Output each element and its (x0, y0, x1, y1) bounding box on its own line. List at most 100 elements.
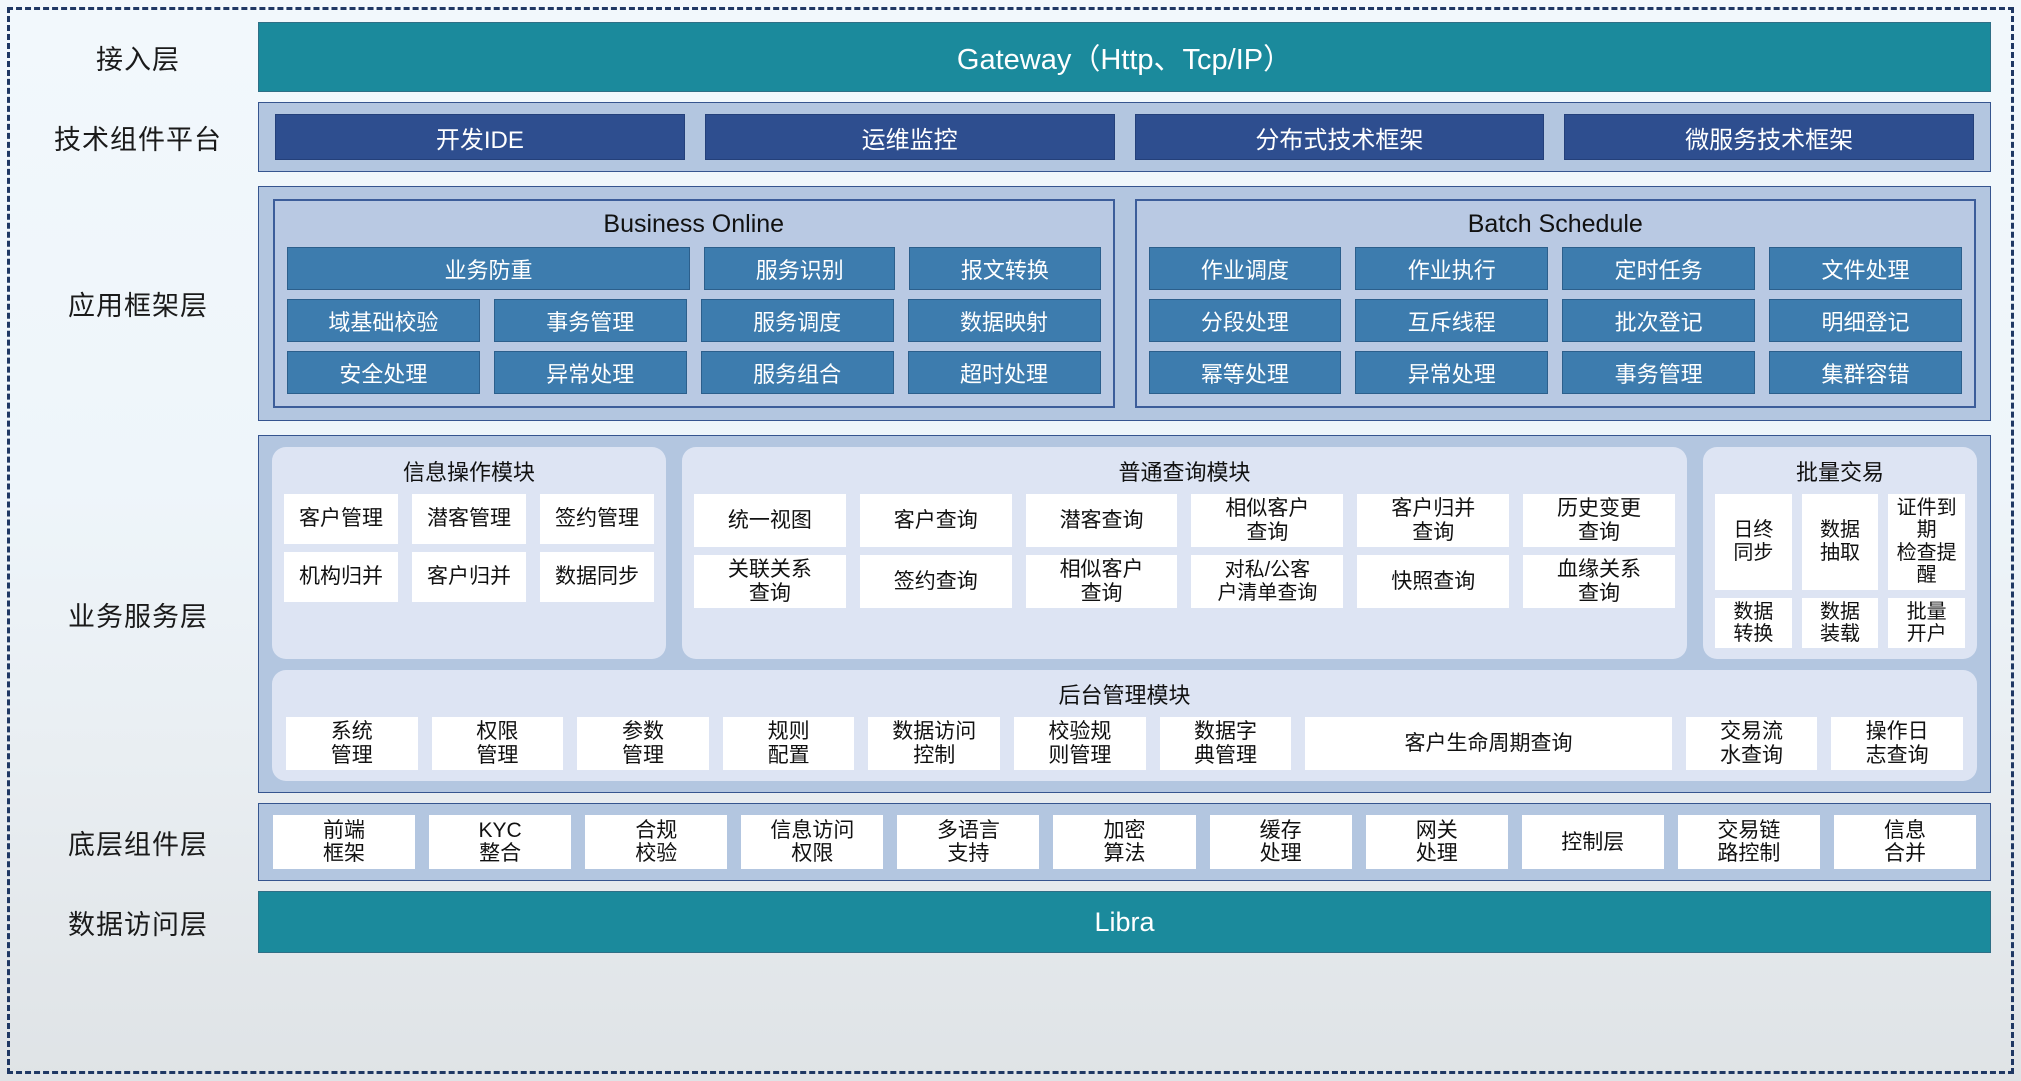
layer-access: 接入层 Gateway（Http、Tcp/IP） (18, 22, 1991, 92)
business-service-band: 信息操作模块 客户管理 潜客管理 签约管理 机构归并 客户归并 数据同步 (258, 435, 1991, 794)
fw-chip-service-composition[interactable]: 服务组合 (700, 351, 894, 394)
cell-multilanguage-support[interactable]: 多语言支持 (897, 815, 1040, 870)
layer-label-access: 接入层 (96, 44, 180, 75)
tech-chip-ide[interactable]: 开发IDE (275, 114, 685, 160)
framework-group-batch-schedule: Batch Schedule 作业调度 作业执行 定时任务 文件处理 分段处理 … (1134, 199, 1976, 408)
fw-chip-idempotent-handling[interactable]: 幂等处理 (1148, 351, 1342, 394)
fw-chip-service-dispatch[interactable]: 服务调度 (700, 299, 894, 342)
cell-transaction-link-control[interactable]: 交易链路控制 (1677, 815, 1820, 870)
layer-label-app-framework: 应用框架层 (68, 291, 208, 321)
cell-customer-merge-query[interactable]: 客户归并查询 (1357, 494, 1510, 548)
layer-label-data-access: 数据访问层 (68, 909, 208, 940)
framework-group-title: Business Online (603, 210, 785, 238)
cell-validation-rule-mgmt[interactable]: 校验规则管理 (1014, 717, 1146, 771)
cell-info-merge[interactable]: 信息合并 (1833, 815, 1977, 870)
cell-private-public-customer-list-query[interactable]: 对私/公客户清单查询 (1191, 555, 1344, 609)
fw-chip-segment-processing[interactable]: 分段处理 (1148, 299, 1342, 342)
cell-rule-config[interactable]: 规则配置 (722, 717, 855, 771)
cell-unified-view[interactable]: 统一视图 (694, 494, 846, 548)
module-row: 统一视图 客户查询 潜客查询 相似客户查询 客户归并查询 历史变更查询 (694, 494, 1675, 548)
cell-cert-expiry-reminder[interactable]: 证件到期检查提醒 (1888, 494, 1966, 590)
gateway-band: Gateway（Http、Tcp/IP） (258, 22, 1991, 92)
fw-chip-job-schedule[interactable]: 作业调度 (1148, 247, 1342, 290)
fw-chip-message-convert[interactable]: 报文转换 (909, 247, 1101, 290)
cell-gateway-processing[interactable]: 网关处理 (1365, 815, 1508, 870)
tech-chip-ops-monitor[interactable]: 运维监控 (704, 114, 1115, 160)
cell-encryption-algorithm[interactable]: 加密算法 (1053, 815, 1196, 870)
cell-relation-query[interactable]: 关联关系查询 (694, 555, 846, 609)
cell-org-merge[interactable]: 机构归并 (284, 552, 398, 602)
module-row: 系统管理 权限管理 参数管理 规则配置 数据访问控制 校验规则管理 数据字典管理… (286, 717, 1963, 771)
cell-data-access-control[interactable]: 数据访问控制 (868, 717, 1001, 771)
fw-chip-exception-handling-batch[interactable]: 异常处理 (1355, 351, 1549, 394)
fw-chip-data-mapping[interactable]: 数据映射 (907, 299, 1101, 342)
diagram-outer-border (7, 7, 2014, 1074)
module-title: 普通查询模块 (1118, 460, 1251, 485)
module-backend-admin: 后台管理模块 系统管理 权限管理 参数管理 规则配置 数据访问控制 校验规则管理… (272, 670, 1977, 782)
fw-chip-transaction-mgmt[interactable]: 事务管理 (493, 299, 687, 342)
framework-group-title: Batch Schedule (1467, 210, 1643, 238)
fw-chip-exception-handling[interactable]: 异常处理 (493, 351, 687, 394)
fw-chip-mutex-thread[interactable]: 互斥线程 (1355, 299, 1549, 342)
tech-chip-microservice-framework[interactable]: 微服务技术框架 (1564, 114, 1974, 160)
cell-prospect-mgmt[interactable]: 潜客管理 (412, 494, 526, 544)
fw-chip-batch-register[interactable]: 批次登记 (1562, 299, 1756, 342)
cell-prospect-query[interactable]: 潜客查询 (1025, 494, 1178, 548)
module-title: 信息操作模块 (402, 460, 535, 485)
fw-chip-timed-task[interactable]: 定时任务 (1562, 247, 1756, 290)
fw-chip-transaction-mgmt-batch[interactable]: 事务管理 (1562, 351, 1756, 394)
cell-data-dictionary-mgmt[interactable]: 数据字典管理 (1159, 717, 1292, 771)
cell-customer-lifecycle-query[interactable]: 客户生命周期查询 (1305, 717, 1672, 771)
fw-chip-cluster-fault-tolerance[interactable]: 集群容错 (1769, 351, 1962, 394)
framework-row: 幂等处理 异常处理 事务管理 集群容错 (1148, 351, 1962, 394)
fw-chip-business-dedup[interactable]: 业务防重 (287, 247, 691, 290)
cell-compliance-check[interactable]: 合规校验 (585, 815, 728, 870)
cell-similar-customer-query-2[interactable]: 相似客户查询 (1025, 555, 1178, 609)
fw-chip-timeout-handling[interactable]: 超时处理 (907, 351, 1101, 394)
cell-control-layer[interactable]: 控制层 (1521, 815, 1664, 870)
cell-lineage-query[interactable]: 血缘关系查询 (1523, 555, 1675, 609)
cell-frontend-framework[interactable]: 前端框架 (273, 815, 416, 870)
layer-tech-platform: 技术组件平台 开发IDE 运维监控 分布式技术框架 微服务技术框架 (18, 102, 1991, 172)
cell-contract-query[interactable]: 签约查询 (859, 555, 1012, 609)
cell-customer-merge[interactable]: 客户归并 (412, 552, 526, 602)
cell-similar-customer-query[interactable]: 相似客户查询 (1191, 494, 1344, 548)
layer-business-service: 业务服务层 信息操作模块 客户管理 潜客管理 签约管理 (18, 435, 1991, 794)
tech-chip-distributed-framework[interactable]: 分布式技术框架 (1134, 114, 1545, 160)
cell-permission-mgmt[interactable]: 权限管理 (431, 717, 564, 771)
layer-label-bottom-components: 底层组件层 (68, 829, 208, 860)
layer-data-access: 数据访问层 Libra (18, 891, 1991, 954)
cell-customer-query[interactable]: 客户查询 (859, 494, 1012, 548)
fw-chip-service-identify[interactable]: 服务识别 (704, 247, 896, 290)
cell-system-mgmt[interactable]: 系统管理 (286, 717, 418, 771)
fw-chip-domain-validate[interactable]: 域基础校验 (287, 299, 480, 342)
framework-row: 域基础校验 事务管理 服务调度 数据映射 (287, 299, 1101, 342)
fw-chip-security-handling[interactable]: 安全处理 (287, 351, 480, 394)
app-framework-band: Business Online 业务防重 服务识别 报文转换 域基础校验 事务管… (258, 186, 1991, 421)
cell-data-transform[interactable]: 数据转换 (1715, 597, 1792, 649)
cell-data-load[interactable]: 数据装载 (1801, 597, 1879, 649)
module-batch-transaction: 批量交易 日终同步 数据抽取 证件到期检查提醒 数据转换 数据装载 批量开户 (1703, 447, 1977, 660)
cell-data-extract[interactable]: 数据抽取 (1801, 494, 1879, 590)
cell-info-access-permission[interactable]: 信息访问权限 (741, 815, 884, 870)
cell-eod-sync[interactable]: 日终同步 (1715, 494, 1792, 590)
fw-chip-job-execute[interactable]: 作业执行 (1355, 247, 1549, 290)
cell-cache-processing[interactable]: 缓存处理 (1209, 815, 1352, 870)
cell-transaction-flow-query[interactable]: 交易流水查询 (1685, 717, 1818, 771)
cell-snapshot-query[interactable]: 快照查询 (1357, 555, 1510, 609)
cell-history-change-query[interactable]: 历史变更查询 (1523, 494, 1675, 548)
cell-data-sync[interactable]: 数据同步 (540, 552, 654, 602)
layer-app-framework: 应用框架层 Business Online 业务防重 服务识别 报文转换 域基础… (18, 186, 1991, 421)
cell-parameter-mgmt[interactable]: 参数管理 (577, 717, 709, 771)
module-general-query: 普通查询模块 统一视图 客户查询 潜客查询 相似客户查询 客户归并查询 历史变更… (682, 447, 1687, 660)
cell-contract-mgmt[interactable]: 签约管理 (540, 494, 654, 544)
fw-chip-file-processing[interactable]: 文件处理 (1769, 247, 1962, 290)
fw-chip-detail-register[interactable]: 明细登记 (1769, 299, 1962, 342)
cell-operation-log-query[interactable]: 操作日志查询 (1831, 717, 1963, 771)
module-row: 机构归并 客户归并 数据同步 (284, 552, 654, 602)
cell-batch-account-open[interactable]: 批量开户 (1888, 597, 1966, 649)
cell-customer-mgmt[interactable]: 客户管理 (284, 494, 398, 544)
